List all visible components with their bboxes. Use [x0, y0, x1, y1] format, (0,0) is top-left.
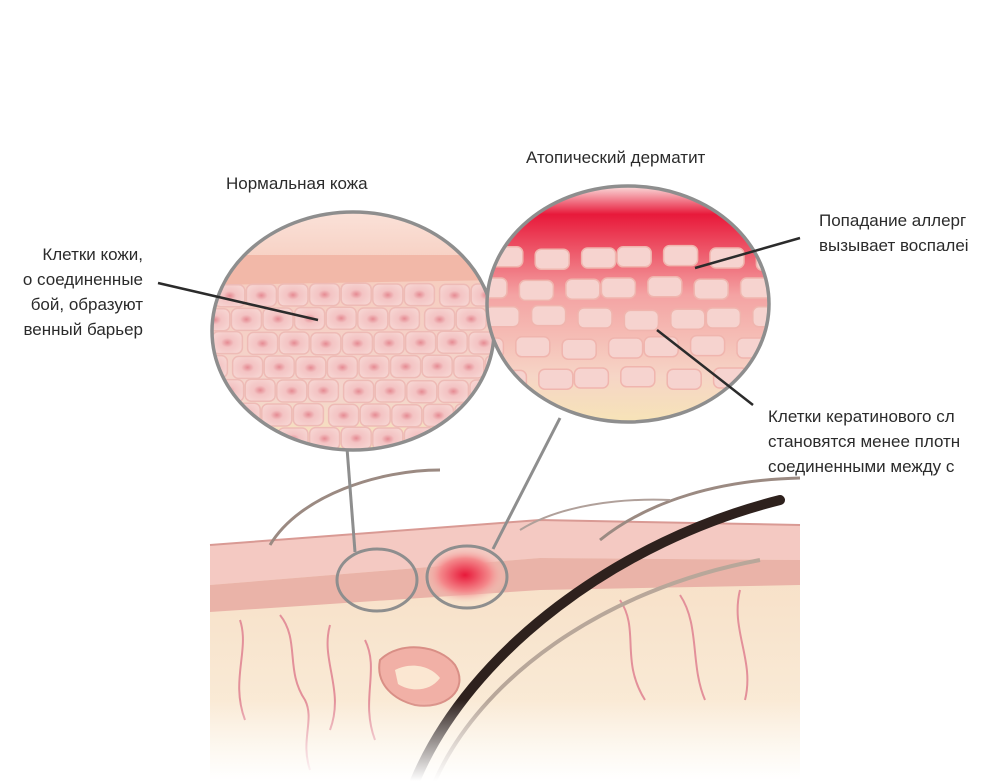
- skin-cell: [359, 403, 391, 427]
- skin-cell: [276, 379, 308, 403]
- skin-cell: [573, 367, 610, 389]
- skin-cell: [438, 283, 471, 308]
- skin-cell: [327, 403, 360, 428]
- skin-cell: [326, 355, 359, 380]
- skin-cell: [705, 307, 742, 329]
- skin-cell: [246, 331, 279, 356]
- skin-cell: [340, 426, 372, 450]
- annotation-line: Клетки кератинового сл: [768, 407, 955, 426]
- annotation-line: вызывает воспалеі: [819, 236, 969, 255]
- skin-cell: [647, 276, 683, 298]
- skin-cell: [406, 380, 438, 404]
- atopic-dermatitis-title: Атопический дерматит: [526, 148, 706, 167]
- skin-cell: [561, 338, 597, 360]
- skin-cell: [391, 404, 423, 428]
- skin-cell: [373, 331, 405, 355]
- skin-cell: [422, 403, 455, 428]
- skin-cell: [214, 428, 246, 450]
- atopic-zoom-marker: [425, 544, 509, 610]
- skin-cross-section: [200, 468, 810, 781]
- skin-cell: [340, 282, 372, 306]
- skin-cell: [295, 356, 327, 380]
- skin-cell: [515, 336, 551, 358]
- skin-cell: [244, 378, 276, 402]
- skin-cell: [325, 306, 357, 330]
- skin-cell: [689, 334, 726, 357]
- skin-cell: [403, 282, 436, 307]
- skin-cell: [436, 330, 468, 354]
- skin-cell: [662, 244, 699, 267]
- skin-cell: [453, 355, 485, 379]
- skin-cell: [277, 283, 309, 307]
- skin-cell: [623, 309, 660, 332]
- skin-cell: [616, 246, 652, 268]
- left-leader-line: [157, 281, 319, 322]
- skin-cell: [438, 427, 471, 450]
- skin-cell: [620, 366, 656, 388]
- skin-cell: [600, 277, 637, 299]
- skin-cell: [487, 306, 520, 328]
- skin-cell: [643, 336, 679, 358]
- right-bottom-leader-line: [656, 329, 754, 406]
- skin-cell: [577, 307, 613, 329]
- annotation-line: о соединенные: [22, 270, 143, 289]
- skin-cell: [342, 379, 375, 404]
- skin-cell: [389, 354, 422, 379]
- annotation-line: соединенными между с: [768, 457, 955, 476]
- skin-cell: [357, 307, 389, 331]
- skin-cells-annotation: Клетки кожи, о соединенные бой, образуют…: [23, 242, 143, 342]
- annotation-line: венный барьер: [23, 320, 143, 339]
- skin-cell: [607, 337, 644, 359]
- annotation-line: бой, образуют: [30, 295, 143, 314]
- skin-cell: [538, 368, 574, 390]
- skin-cell: [423, 307, 456, 332]
- skin-cell: [752, 306, 769, 328]
- normal-skin-title: Нормальная кожа: [226, 174, 368, 193]
- skin-cell: [245, 283, 278, 308]
- skin-cell: [263, 355, 295, 379]
- skin-cell: [212, 378, 245, 403]
- skin-cell: [421, 354, 453, 378]
- skin-cell: [534, 248, 570, 270]
- skin-cell: [341, 331, 374, 356]
- annotation-line: Попадание аллерг: [819, 211, 967, 230]
- skin-cell: [437, 379, 470, 404]
- skin-cell: [666, 368, 702, 390]
- annotation-line: становятся менее плотн: [768, 432, 961, 451]
- skin-cell: [231, 355, 264, 380]
- skin-cell: [530, 304, 567, 327]
- normal-zoom-marker: [335, 547, 419, 613]
- skin-cell: [670, 308, 706, 330]
- skin-cell: [278, 331, 310, 355]
- skin-cell: [404, 330, 437, 355]
- skin-cell: [307, 378, 340, 403]
- allergen-annotation: Попадание аллерг вызывает воспалеі: [819, 208, 969, 258]
- atopic-skin-magnified: [485, 184, 771, 424]
- skin-cell: [693, 278, 729, 300]
- skin-cell: [565, 278, 601, 300]
- skin-cell: [245, 427, 278, 450]
- normal-skin-magnified: [210, 210, 496, 452]
- skin-cell: [372, 283, 404, 307]
- skin-cell: [358, 355, 390, 379]
- skin-cell: [212, 330, 244, 355]
- skin-cell: [308, 282, 341, 307]
- skin-cell: [292, 402, 325, 427]
- skin-cell: [455, 307, 487, 331]
- skin-cell: [580, 247, 617, 269]
- skin-cell: [388, 306, 421, 331]
- keratin-cells-annotation: Клетки кератинового сл становятся менее …: [768, 404, 960, 479]
- skin-cell: [470, 427, 494, 450]
- skin-cell: [485, 402, 494, 427]
- skin-cell: [374, 379, 406, 403]
- skin-cell: [230, 307, 263, 332]
- skin-cell: [748, 366, 769, 388]
- right-top-leader-line: [694, 236, 801, 270]
- annotation-line: Клетки кожи,: [42, 245, 143, 264]
- skin-cell: [310, 332, 342, 356]
- skin-cell: [261, 403, 293, 427]
- skin-cell: [518, 279, 555, 302]
- skin-cell: [212, 402, 230, 427]
